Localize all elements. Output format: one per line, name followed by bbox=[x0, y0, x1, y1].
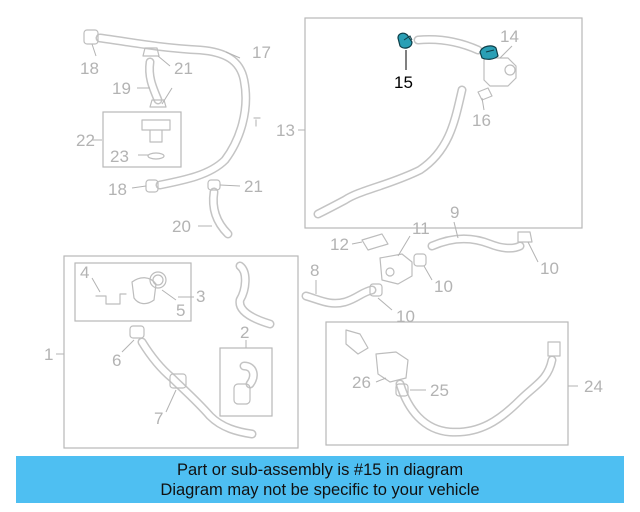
callout-1: 1 bbox=[44, 345, 53, 364]
callout-11: 11 bbox=[412, 219, 430, 238]
clamp-18-top bbox=[83, 29, 99, 45]
fitting-3 bbox=[131, 277, 157, 305]
hose-2 bbox=[233, 361, 258, 405]
box-1 bbox=[63, 255, 299, 449]
clamp-16 bbox=[477, 87, 493, 101]
bracket-12 bbox=[361, 233, 389, 251]
box-3 bbox=[74, 262, 192, 322]
parts-diagram: 18 21 19 17 22 23 18 21 20 13 15 14 16 1… bbox=[44, 17, 603, 449]
banner-line-part: Part or sub-assembly is #15 in diagram bbox=[176, 461, 464, 479]
callout-19: 19 bbox=[112, 79, 131, 98]
housing-11 bbox=[379, 253, 413, 285]
callout-9: 9 bbox=[450, 203, 459, 222]
callout-13: 13 bbox=[276, 121, 295, 140]
callout-2: 2 bbox=[240, 323, 249, 342]
banner-line-disclaimer: Diagram may not be specific to your vehi… bbox=[160, 481, 480, 499]
callout-14: 14 bbox=[500, 27, 519, 46]
clamp-15-second bbox=[479, 45, 499, 60]
callout-20: 20 bbox=[172, 217, 191, 236]
hose-19 bbox=[142, 47, 167, 108]
box-24 bbox=[325, 321, 569, 446]
box-13 bbox=[304, 17, 583, 229]
callout-22: 22 bbox=[76, 131, 95, 150]
valve-22 bbox=[141, 119, 171, 160]
connector-14 bbox=[483, 57, 517, 87]
callout-16: 16 bbox=[472, 111, 491, 130]
callout-10-right: 10 bbox=[540, 259, 559, 278]
hose-13 bbox=[313, 35, 483, 219]
hose-24 bbox=[395, 341, 561, 437]
clamp-25 bbox=[395, 383, 409, 397]
info-banner: Part or sub-assembly is #15 in diagram D… bbox=[16, 456, 624, 503]
pipe-17 bbox=[95, 33, 261, 190]
callout-6: 6 bbox=[112, 351, 121, 370]
callout-23: 23 bbox=[110, 147, 129, 166]
hose-8 bbox=[301, 285, 377, 308]
callout-7: 7 bbox=[154, 409, 163, 428]
callout-25: 25 bbox=[430, 381, 449, 400]
callout-21-top: 21 bbox=[174, 59, 193, 78]
callout-24: 24 bbox=[584, 377, 603, 396]
callout-3: 3 bbox=[196, 287, 205, 306]
callout-15: 15 bbox=[394, 73, 413, 92]
callout-5: 5 bbox=[176, 301, 185, 320]
callout-10-middle: 10 bbox=[434, 277, 453, 296]
housing-26 bbox=[345, 329, 409, 383]
oring-5 bbox=[149, 271, 167, 289]
hose-6-7 bbox=[129, 325, 257, 439]
hose-20 bbox=[208, 187, 233, 239]
callout-8: 8 bbox=[310, 261, 319, 280]
callout-21-bottom: 21 bbox=[244, 177, 263, 196]
callout-17: 17 bbox=[252, 43, 271, 62]
leader-lines bbox=[56, 43, 578, 413]
callout-26: 26 bbox=[352, 373, 371, 392]
hose-4 bbox=[95, 293, 127, 305]
callout-10-left: 10 bbox=[396, 307, 415, 326]
clamp-10a bbox=[413, 253, 427, 267]
box-22 bbox=[102, 111, 182, 168]
callout-4: 4 bbox=[80, 263, 89, 282]
clamp-15 bbox=[397, 32, 413, 49]
hose-9 bbox=[427, 231, 533, 253]
clamp-10b bbox=[369, 283, 383, 297]
callout-18-top: 18 bbox=[80, 59, 99, 78]
pipe-box1 bbox=[235, 261, 275, 329]
callout-18-bottom: 18 bbox=[108, 180, 127, 199]
callout-12: 12 bbox=[330, 235, 349, 254]
